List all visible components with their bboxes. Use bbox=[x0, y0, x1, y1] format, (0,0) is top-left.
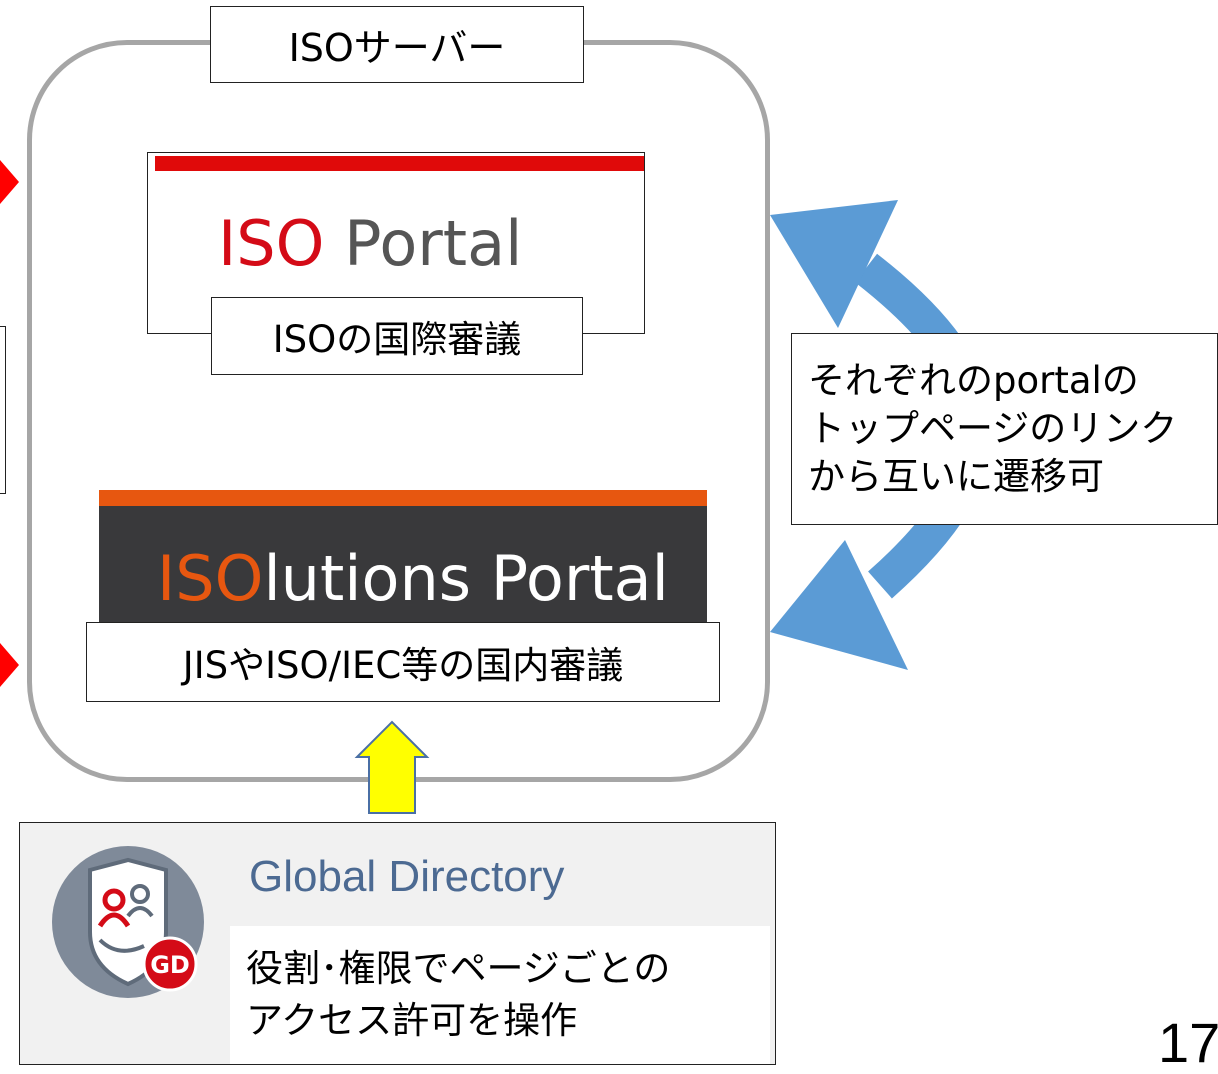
iso-server-label: ISOサーバー bbox=[210, 6, 584, 83]
iso-portal-logo-iso: ISO bbox=[218, 207, 325, 280]
blue-arrowhead-top bbox=[770, 200, 898, 328]
iso-portal-logo[interactable]: ISO Portal bbox=[218, 207, 523, 280]
navigation-note-line-3: から互いに遷移可 bbox=[808, 455, 1104, 499]
iso-portal-header-bar bbox=[155, 156, 644, 171]
navigation-note: それぞれのportalの トップページのリンク から互いに遷移可 bbox=[791, 333, 1218, 525]
iso-portal-logo-portal: Portal bbox=[324, 207, 523, 280]
offscreen-left-box bbox=[0, 326, 6, 494]
global-directory-description-line-1: 役割･権限でページごとの bbox=[246, 947, 671, 991]
global-directory-description: 役割･権限でページごとの アクセス許可を操作 bbox=[230, 926, 770, 1064]
global-directory-title: Global Directory bbox=[249, 852, 565, 901]
page-number: 17 bbox=[1158, 1011, 1218, 1074]
blue-arrowhead-bottom bbox=[770, 540, 908, 670]
red-arrow-tip-bottom bbox=[0, 643, 19, 687]
navigation-note-line-1: それぞれのportalの bbox=[808, 358, 1139, 402]
gd-badge-text: GD bbox=[150, 951, 190, 979]
global-directory-description-line-2: アクセス許可を操作 bbox=[246, 999, 578, 1042]
iso-portal-description: ISOの国際審議 bbox=[211, 297, 583, 375]
isolutions-portal-logo[interactable]: ISOlutions Portal bbox=[157, 542, 669, 615]
isolutions-logo-rest: lutions Portal bbox=[263, 542, 669, 615]
navigation-note-line-2: トップページのリンク bbox=[808, 406, 1178, 450]
isolutions-logo-iso: ISO bbox=[157, 542, 264, 615]
global-directory-icon: GD bbox=[52, 846, 204, 998]
red-arrow-tip-top bbox=[0, 160, 19, 204]
isolutions-portal-card[interactable] bbox=[99, 490, 707, 630]
isolutions-portal-header-bar bbox=[99, 490, 707, 506]
isolutions-portal-description: JISやISO/IEC等の国内審議 bbox=[86, 622, 720, 702]
